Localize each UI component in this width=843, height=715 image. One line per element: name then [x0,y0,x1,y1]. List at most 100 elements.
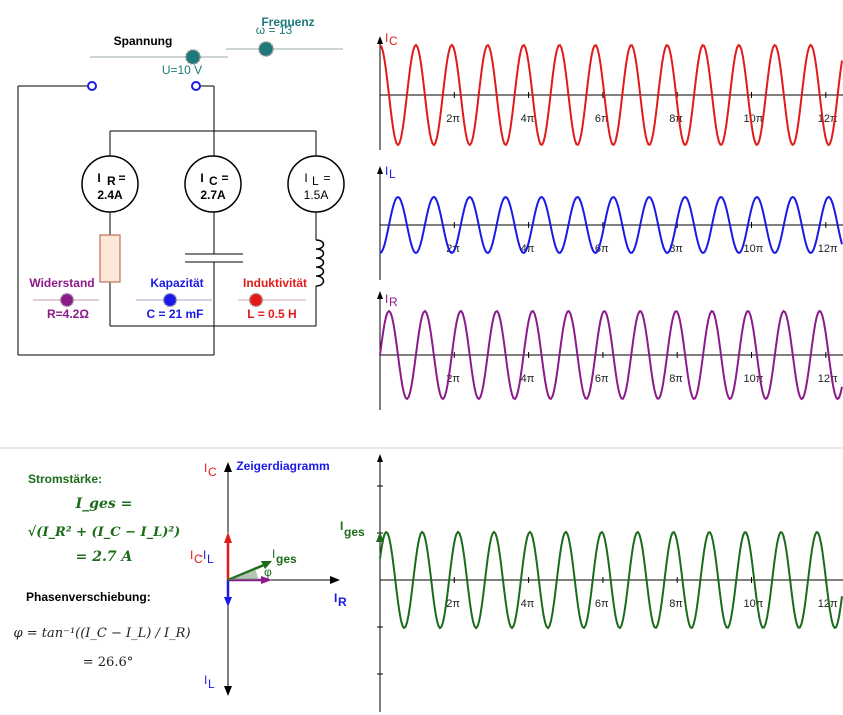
induktivitaet-slider[interactable]: Induktivität L = 0.5 H [238,276,307,321]
svg-text:ges: ges [276,552,297,566]
graph-iges-tick-label: 2π [446,598,460,610]
zeiger-phi-arc [228,569,258,580]
svg-text:=: = [221,171,228,185]
widerstand-slider[interactable]: Widerstand R=4.2Ω [29,276,99,321]
meter-il-value: 1.5A [304,188,329,202]
graph-iges-tick-label: 4π [521,598,535,610]
graph-il-tick-label: 12π [818,243,838,255]
graph-label-ir: I R [385,292,398,309]
iges-formula-rhs: √(I_R² + (I_C − I_L)²) [28,525,180,540]
svg-text:C: C [194,552,203,566]
graph-ic-y-arrow [377,36,383,44]
svg-text:I: I [385,31,388,45]
svg-text:I: I [272,547,275,561]
graph-label-il: I L [385,164,396,181]
svg-text:L: L [389,167,396,181]
graph-ir-tick-label: 6π [595,373,609,385]
resistor-icon [99,234,121,283]
spannung-handle[interactable] [185,49,201,65]
graph-il-tick-label: 6π [595,243,609,255]
stromstaerke-title: Stromstärke: [28,472,102,486]
svg-text:I: I [340,519,343,533]
widerstand-handle[interactable] [59,292,75,308]
iges-value: = 2.7 A [76,549,133,565]
graph-il-tick-label: 8π [669,243,683,255]
zeiger-phi-label: φ [264,565,272,579]
svg-text:I: I [334,591,337,605]
graph-ir-tick-label: 10π [744,373,764,385]
induktivitaet-value: L = 0.5 H [247,307,296,321]
svg-text:I: I [385,292,388,306]
graph-il-y-arrow [377,166,383,174]
widerstand-title: Widerstand [29,276,94,290]
svg-text:L: L [207,552,214,566]
zeiger-title: Zeigerdiagramm [236,459,329,473]
svg-text:R: R [338,595,347,609]
induktivitaet-handle[interactable] [248,292,264,308]
zeiger-iges-vector [227,563,265,582]
circuit [17,85,317,356]
frequenz-value: ω = 13 [256,23,293,37]
svg-text:C: C [389,34,398,48]
svg-text:=: = [323,171,330,185]
graph-iges-start-arrow [376,532,384,542]
svg-text:I: I [204,461,207,475]
graph-ir-tick-label: 4π [521,373,535,385]
svg-text:C: C [209,174,218,188]
graph-ir-tick-label: 12π [818,373,838,385]
svg-text:L: L [312,174,319,188]
kapazitaet-title: Kapazität [150,276,203,290]
frequenz-handle[interactable] [258,41,274,57]
iges-formula-lhs: I_ges = [75,496,133,512]
svg-text:I: I [203,548,206,562]
meter-ir-value: 2.4A [97,188,123,202]
kapazitaet-value: C = 21 mF [146,307,203,321]
graph-ic-tick-label: 8π [669,113,683,125]
graph-label-iges: I ges [340,519,365,539]
frequenz-slider[interactable]: Frequenz ω = 13 [226,15,343,57]
graph-ic-tick-label: 6π [595,113,609,125]
graph-il-tick-label: 10π [744,243,764,255]
widerstand-value: R=4.2Ω [47,307,89,321]
svg-text:I: I [385,164,388,178]
graph-iges-tick-label: 12π [818,598,838,610]
svg-text:L: L [208,677,215,691]
kapazitaet-slider[interactable]: Kapazität C = 21 mF [136,276,212,321]
frequenz-title: Frequenz [261,15,314,29]
graph-iges-curve [379,530,843,630]
zeiger-y-arrow [224,462,232,472]
induktivitaet-title: Induktivität [243,276,307,290]
zeigerdiagramm: Zeigerdiagramm I C I L I R I C - I L I g… [190,459,347,696]
terminal-right [191,81,201,91]
graph-ic-curve [379,43,843,147]
spannung-slider[interactable]: Spannung U=10 V [90,34,228,77]
svg-text:=: = [118,171,125,185]
svg-text:ges: ges [344,525,365,539]
meter-ic-value: 2.7A [200,188,226,202]
graph-iges-y-arrow [377,454,383,462]
meter-ir: I R = 2.4A [81,155,139,213]
graph-iges-tick-label: 6π [595,598,609,610]
svg-text:I: I [204,673,207,687]
svg-text:-: - [199,548,203,562]
graph-ir-curve [379,309,843,401]
graph-label-ic: I C [385,31,398,48]
terminal-left [87,81,97,91]
svg-text:I: I [304,171,307,185]
graph-iges-tick-label: 8π [669,598,683,610]
meter-il: I L = 1.5A [287,155,345,213]
spannung-value: U=10 V [162,63,202,77]
svg-text:I: I [190,548,193,562]
meter-ic: I C = 2.7A [184,155,242,213]
graph-ic-tick-label: 10π [744,113,764,125]
phase-title: Phasenverschiebung: [26,590,151,604]
kapazitaet-handle[interactable] [162,292,178,308]
svg-text:R: R [389,295,398,309]
svg-text:R: R [107,174,116,188]
phi-value: = 26.6° [83,655,133,670]
phi-formula: φ = tan⁻¹((I_C − I_L) / I_R) [13,626,190,641]
graph-iges-tick-label: 10π [744,598,764,610]
graph-ir-tick-label: 8π [669,373,683,385]
